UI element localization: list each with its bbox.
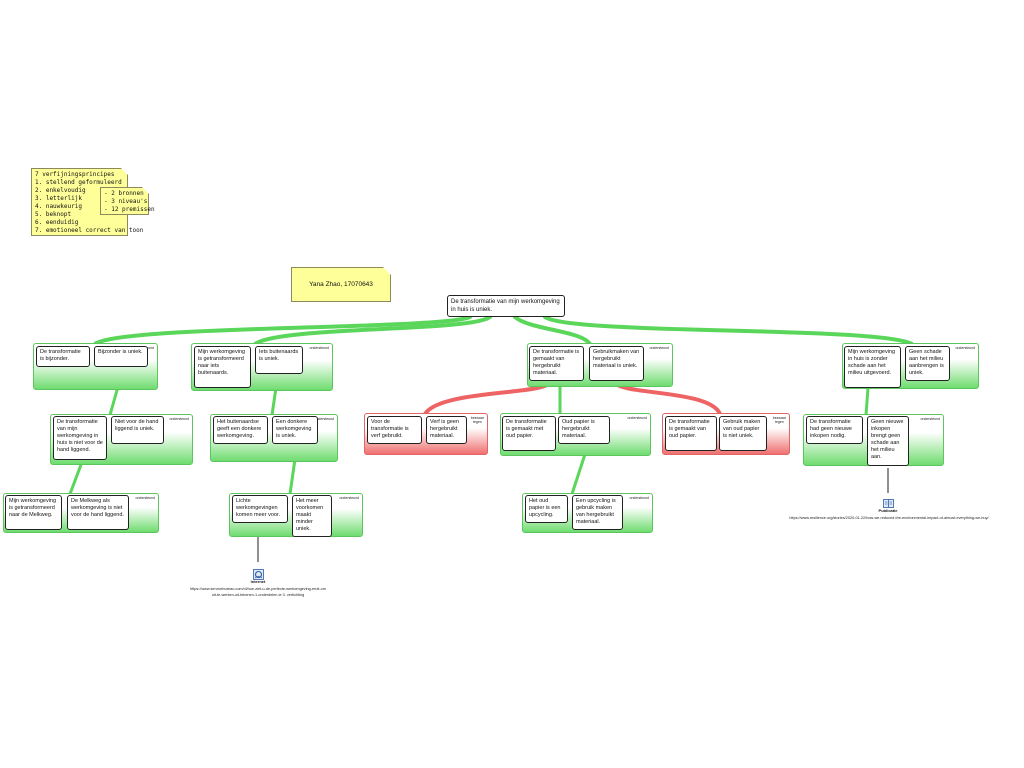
objection-tag: bezwaar tegen: [772, 416, 786, 424]
premise-a3-2[interactable]: Gebruikmaken van hergebruikt materiaal i…: [589, 346, 644, 381]
internet-source-label: Internet: [250, 579, 266, 584]
link-a1: [93, 315, 472, 346]
support-tag: ondersteund: [135, 496, 155, 500]
link-a2: [253, 315, 492, 346]
premise-a2a1-1[interactable]: Lichte werkomgevingen komen meer voor.: [232, 495, 288, 523]
premise-a3a1-2[interactable]: Een upcycling is gebruik maken van herge…: [572, 495, 623, 530]
premise-o1-2[interactable]: Verf is geen hergebruikt materiaal.: [426, 416, 467, 444]
premise-a3a-1[interactable]: De transformatie is gemaakt met oud papi…: [502, 416, 556, 451]
premise-a4-2[interactable]: Geen schade aan het milieu aanbrengen is…: [905, 346, 950, 381]
premise-a3a-2[interactable]: Oud papier is hergebruikt materiaal.: [558, 416, 610, 444]
premise-a4-1[interactable]: Mijn werkomgeving in huis is zonder scha…: [844, 346, 901, 388]
premise-a1-1[interactable]: De transformatie is bijzonder.: [36, 346, 90, 367]
counts-note: - 2 bronnen - 3 niveau's - 12 premissen: [100, 187, 155, 215]
premise-o2-2[interactable]: Gebruik maken van oud papier is niet uni…: [719, 416, 767, 451]
publication-source-icon[interactable]: [883, 494, 894, 508]
premise-a2a-1[interactable]: Het buitenaardse geeft een donkere werko…: [213, 416, 268, 444]
support-tag: ondersteund: [920, 417, 940, 421]
link-a3: [513, 315, 592, 346]
premise-a1-2[interactable]: Bijzonder is uniek.: [94, 346, 148, 367]
internet-source-icon[interactable]: [253, 565, 264, 580]
support-tag: ondersteund: [339, 496, 359, 500]
internet-source-url[interactable]: https://www.servicebureau.com/nl/hoe-zie…: [190, 587, 326, 597]
publication-source-url[interactable]: https://www.resilience.org/stories/2020-…: [789, 516, 989, 520]
publication-source-label: Publicatie: [878, 508, 898, 513]
link-a4: [543, 315, 914, 346]
support-tag: ondersteund: [629, 496, 649, 500]
author-note: Yana Zhao, 17070643: [291, 267, 391, 302]
link-a4a: [864, 386, 870, 417]
premise-a4a-1[interactable]: De transformatie had geen nieuwe inkopen…: [806, 416, 863, 444]
objection-tag: bezwaar tegen: [470, 416, 484, 424]
premise-a2a-2[interactable]: Een donkere werkomgeving is uniek.: [272, 416, 318, 444]
contention-box[interactable]: De transformatie van mijn werkomgeving i…: [447, 295, 565, 317]
premise-a1a-2[interactable]: Niet voor de hand liggend is uniek.: [111, 416, 164, 444]
author-name: Yana Zhao, 17070643: [309, 281, 373, 288]
premise-a3a1-1[interactable]: Het oud papier is een upcycling.: [525, 495, 568, 523]
premise-a1a-1[interactable]: De transformatie van mijn werkomgeving i…: [53, 416, 107, 460]
support-tag: ondersteund: [169, 417, 189, 421]
link-o1: [423, 381, 552, 416]
link-o2: [613, 381, 722, 416]
premise-a2a1-2[interactable]: Het meer voorkomen maakt minder uniek.: [292, 495, 332, 537]
support-tag: ondersteund: [649, 346, 669, 350]
premise-a3-1[interactable]: De transformatie is gemaakt van hergebru…: [529, 346, 584, 381]
link-a1a1: [68, 460, 84, 496]
premise-a1a1-2[interactable]: De Melkweg als werkomgeving is niet voor…: [67, 495, 129, 530]
premise-o1-1[interactable]: Voor de transformatie is verf gebruikt.: [367, 416, 422, 444]
premise-a4a-2[interactable]: Geen nieuwe inkopen brengt geen schade a…: [867, 416, 909, 466]
support-tag: ondersteund: [955, 346, 975, 350]
premise-a2-2[interactable]: Iets buitenaards is uniek.: [255, 346, 303, 374]
premise-a1a1-1[interactable]: Mijn werkomgeving is getransformeerd naa…: [5, 495, 62, 530]
support-tag: ondersteund: [309, 346, 329, 350]
support-tag: ondersteund: [627, 416, 647, 420]
premise-o2-1[interactable]: De transformatie is gemaakt van oud papi…: [665, 416, 717, 451]
support-tag: ondersteund: [314, 417, 334, 421]
premise-a2-1[interactable]: Mijn werkomgeving is getransformeerd naa…: [194, 346, 251, 388]
